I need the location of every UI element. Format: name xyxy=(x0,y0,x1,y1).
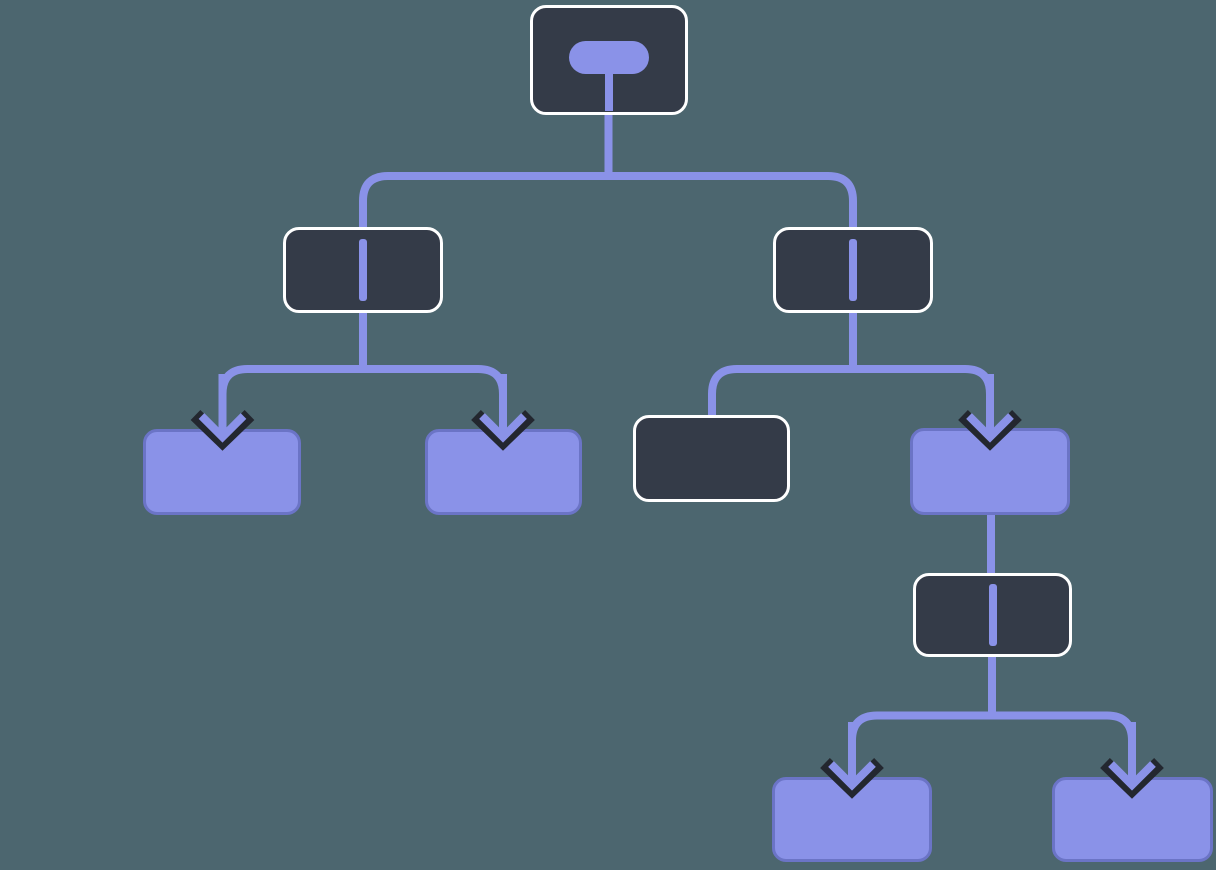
node-purple-mid[interactable] xyxy=(910,428,1070,515)
connector-left-split xyxy=(218,365,507,420)
vertical-divider-icon xyxy=(849,239,857,301)
node-leaf-3[interactable] xyxy=(772,777,932,862)
node-branch-left[interactable] xyxy=(283,227,443,313)
node-plain-dark[interactable] xyxy=(633,415,790,502)
vertical-divider-icon xyxy=(988,584,997,646)
node-leaf-1[interactable] xyxy=(143,429,301,515)
node-branch-bottom[interactable] xyxy=(913,573,1072,657)
vertical-divider-icon xyxy=(359,239,367,301)
pill-placeholder-icon xyxy=(569,41,649,74)
node-root[interactable] xyxy=(530,5,688,115)
node-leaf-2[interactable] xyxy=(425,429,582,515)
connector-bottom-split xyxy=(848,711,1136,768)
node-leaf-4[interactable] xyxy=(1052,777,1213,862)
node-branch-right[interactable] xyxy=(773,227,933,313)
pill-stem-icon xyxy=(605,72,613,111)
connector-root-split xyxy=(359,172,857,234)
